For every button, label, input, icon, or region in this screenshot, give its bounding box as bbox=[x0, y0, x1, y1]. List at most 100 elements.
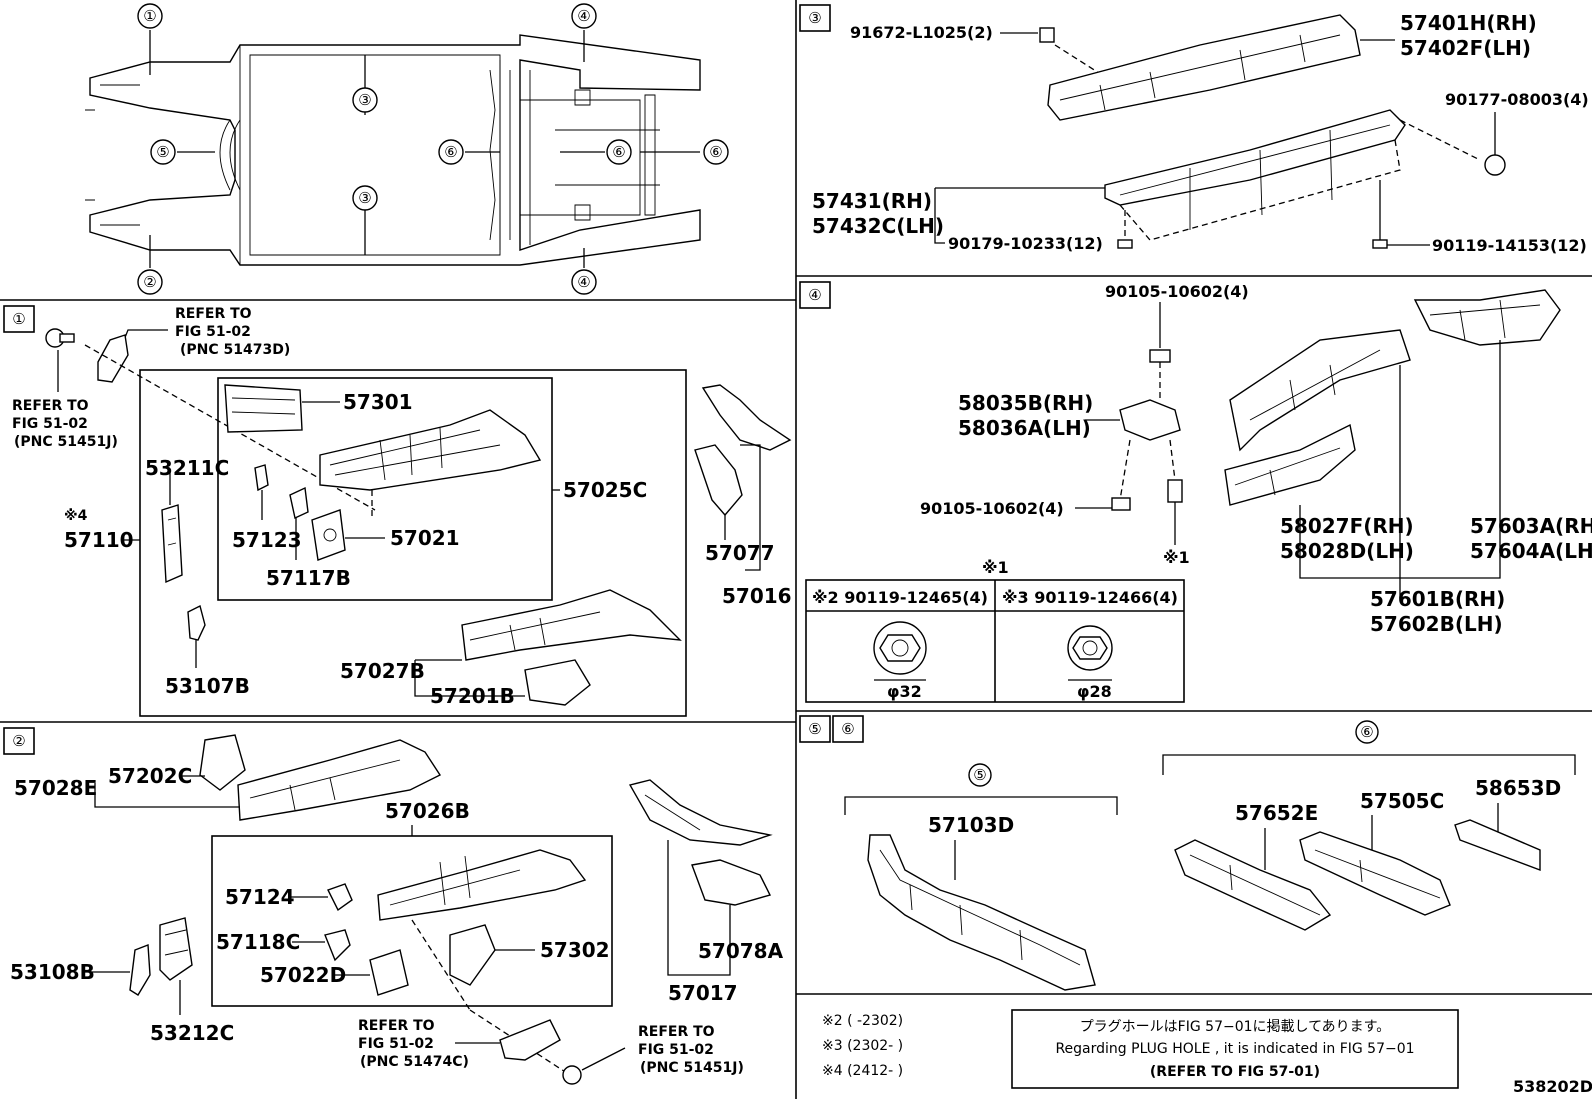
group-5-circle bbox=[968, 763, 992, 787]
label-57602B: 57602B(LH) bbox=[1370, 612, 1503, 636]
label-57027B: 57027B bbox=[340, 659, 425, 683]
callout-3-top-circle bbox=[352, 87, 378, 113]
label-57302: 57302 bbox=[540, 938, 610, 962]
label-90105-left: 90105-10602(4) bbox=[920, 499, 1064, 518]
part-57027B bbox=[461, 589, 682, 661]
label-note1-right: ※1 bbox=[1163, 548, 1190, 567]
part-57603A bbox=[1413, 289, 1561, 346]
section-1: ① REFER TO FIG 51-02 (PNC 51473D) REFER … bbox=[3, 305, 792, 717]
part-57302 bbox=[449, 924, 496, 986]
label-57301: 57301 bbox=[343, 390, 413, 414]
section-5-tag: ⑤ bbox=[808, 720, 821, 738]
table-col1-dim: φ32 bbox=[887, 682, 922, 701]
label-90105-top: 90105-10602(4) bbox=[1105, 282, 1249, 301]
section-3: ③ 91672-L1025(2) 57401H(RH) 57402F(LH) 9… bbox=[799, 4, 1589, 255]
bolt-90119-14153 bbox=[1372, 239, 1388, 249]
footnote-3: ※3 (2302- ) bbox=[822, 1038, 903, 1054]
label-57117B: 57117B bbox=[266, 566, 351, 590]
callout-3-bottom-circle bbox=[352, 185, 378, 211]
bracket-51474C bbox=[499, 1019, 561, 1061]
refer-mid-line1: REFER TO bbox=[358, 1018, 435, 1034]
section-2-tag: ② bbox=[12, 732, 25, 750]
callout-5: ⑤ bbox=[156, 143, 169, 161]
section-2-tag-box bbox=[3, 727, 35, 755]
table-col1-head: ※2 90119-12465(4) bbox=[812, 588, 988, 607]
callout-1: ① bbox=[143, 7, 156, 25]
label-note1-top: ※1 bbox=[982, 558, 1009, 577]
label-57103D: 57103D bbox=[928, 813, 1014, 837]
callout-3-bottom: ③ bbox=[358, 189, 371, 207]
part-57652E bbox=[1174, 839, 1332, 931]
label-note4: ※4 bbox=[64, 508, 88, 524]
refer-top-line3: (PNC 51473D) bbox=[180, 342, 290, 358]
refer-top-line1: REFER TO bbox=[175, 306, 252, 322]
section-2: ② 57202C 57028E 57026B 57124 57118C 5702… bbox=[3, 727, 784, 1085]
section-3-tag-box bbox=[799, 4, 831, 32]
callout-4-bottom-circle bbox=[571, 269, 597, 295]
label-57123: 57123 bbox=[232, 528, 302, 552]
callout-6a-circle bbox=[438, 139, 464, 165]
callout-3-top: ③ bbox=[358, 91, 371, 109]
group-6: ⑥ bbox=[1360, 723, 1373, 741]
part-57021 bbox=[311, 509, 346, 561]
callout-5-circle bbox=[150, 139, 176, 165]
label-57026B: 57026B bbox=[385, 799, 470, 823]
callout-2: ② bbox=[143, 273, 156, 291]
table-col2-head: ※3 90119-12466(4) bbox=[1002, 588, 1178, 607]
callout-4-top: ④ bbox=[577, 7, 590, 25]
part-58035B bbox=[1119, 399, 1181, 441]
part-57017-upper bbox=[628, 779, 773, 846]
label-58028D: 58028D(LH) bbox=[1280, 539, 1414, 563]
refer-left-line1: REFER TO bbox=[12, 398, 89, 414]
section-6-tag: ⑥ bbox=[841, 720, 854, 738]
refer-left-line2: FIG 51-02 bbox=[12, 416, 88, 432]
part-57022D bbox=[369, 949, 409, 996]
label-57017: 57017 bbox=[668, 981, 738, 1005]
callout-4-top-circle bbox=[571, 3, 597, 29]
label-90119-14153: 90119-14153(12) bbox=[1432, 236, 1587, 255]
part-57124 bbox=[327, 883, 353, 912]
part-57016-upper bbox=[701, 384, 792, 451]
part-57601B bbox=[1229, 329, 1411, 452]
refer-mid-line3: (PNC 51474C) bbox=[360, 1054, 469, 1070]
overview-frame: ① ④ ③ ⑤ ⑥ ⑥ ⑥ ③ ② ④ bbox=[85, 3, 729, 295]
label-58036A: 58036A(LH) bbox=[958, 416, 1091, 440]
bolt-90105-left bbox=[1111, 497, 1131, 511]
label-57078A: 57078A bbox=[698, 939, 784, 963]
part-57078A bbox=[691, 859, 772, 906]
callout-6a: ⑥ bbox=[444, 143, 457, 161]
part-58653D bbox=[1454, 819, 1541, 872]
label-53107B: 53107B bbox=[165, 674, 250, 698]
label-58035B: 58035B(RH) bbox=[958, 391, 1093, 415]
part-53107B bbox=[187, 604, 206, 641]
footnote-2: ※2 ( -2302) bbox=[822, 1013, 903, 1029]
label-57505C: 57505C bbox=[1360, 789, 1444, 813]
part-57123 bbox=[254, 464, 269, 492]
part-57202C bbox=[199, 734, 246, 791]
label-57016: 57016 bbox=[722, 584, 792, 608]
notice-jp: プラグホールはFIG 57−01に掲載してあります。 bbox=[1080, 1019, 1391, 1035]
label-57025C: 57025C bbox=[563, 478, 647, 502]
section-1-tag: ① bbox=[12, 310, 25, 328]
section-4: ④ 90105-10602(4) 58035B(RH) 58036A(LH) 9… bbox=[799, 281, 1592, 703]
label-57202C: 57202C bbox=[108, 764, 192, 788]
label-57028E: 57028E bbox=[14, 776, 97, 800]
part-58027F bbox=[1224, 423, 1356, 506]
part-53212C bbox=[159, 917, 193, 981]
callout-6b: ⑥ bbox=[612, 143, 625, 161]
label-57431: 57431(RH) bbox=[812, 189, 932, 213]
label-57652E: 57652E bbox=[1235, 801, 1318, 825]
refer-top-line2: FIG 51-02 bbox=[175, 324, 251, 340]
label-53212C: 53212C bbox=[150, 1021, 234, 1045]
footer: ※2 ( -2302) ※3 (2302- ) ※4 (2412- ) プラグホ… bbox=[822, 1009, 1592, 1096]
part-57118C bbox=[324, 929, 351, 962]
label-57401H: 57401H(RH) bbox=[1400, 11, 1537, 35]
nut-90177 bbox=[1484, 154, 1506, 176]
part-57117B bbox=[289, 486, 309, 520]
part-57103D bbox=[867, 834, 1096, 991]
label-57604A: 57604A(LH) bbox=[1470, 539, 1592, 563]
label-57432C: 57432C(LH) bbox=[812, 214, 944, 238]
plug-hole-notice-box bbox=[1011, 1009, 1459, 1089]
refer-right-line3: (PNC 51451J) bbox=[640, 1060, 744, 1076]
